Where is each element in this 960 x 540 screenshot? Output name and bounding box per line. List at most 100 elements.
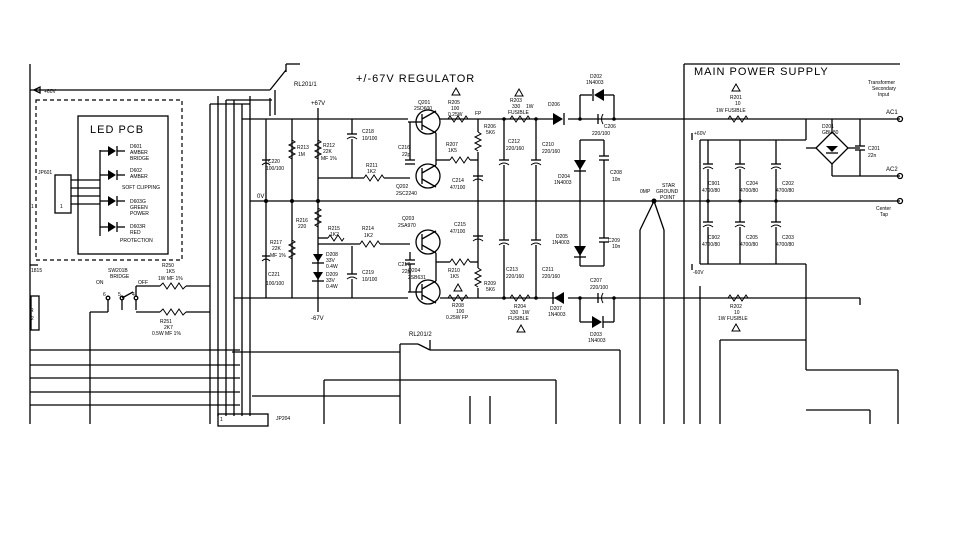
rail-label-pos60-left: +60V <box>44 89 56 95</box>
relay-rl201-1: RL201/1 <box>269 63 317 115</box>
c216-ref: C216 <box>398 145 410 151</box>
capacitor-c202: C202 4700/80 <box>770 140 794 201</box>
c220-value: 100/100 <box>266 166 284 172</box>
edge-num-left: 1 <box>31 204 34 210</box>
d204-ref: D204 <box>558 174 570 180</box>
q201-ref: Q201 <box>418 100 430 106</box>
led-d603g: D603G GREEN POWER <box>100 196 149 217</box>
star-line2: GROUND <box>656 189 679 195</box>
r207-ref: R207 <box>446 142 458 148</box>
d209-spec: 0.4W <box>326 284 338 290</box>
led-pcb-title: LED PCB <box>90 124 144 136</box>
jp601-pin: 1 <box>60 204 63 210</box>
r217-spec: MF 1% <box>270 253 286 259</box>
d203-ref: D203 <box>590 332 602 338</box>
r213-ref: R213 <box>297 145 309 151</box>
led-d601-function: BRIDGE <box>130 156 150 162</box>
d209-ref: D209 <box>326 272 338 278</box>
r204-value: 330 <box>510 310 519 316</box>
r251-spec: 0.5W MF 1% <box>152 331 181 337</box>
led-d602-color: AMBER <box>130 174 148 180</box>
q201-part: 2SD600 <box>414 106 432 112</box>
led-d603g-ref: D603G <box>130 199 146 205</box>
d207-ref: D207 <box>550 306 562 312</box>
star-line1: STAR <box>662 183 675 189</box>
r205-value: 100 <box>451 106 460 112</box>
diode-d204: D204 1N4003 <box>554 139 604 201</box>
r213-value: 1M <box>298 152 305 158</box>
main-power-supply: +60V -60V C901 4700/80 C204 4700/80 C202 <box>683 63 904 424</box>
d208-spec: 0.4W <box>326 264 338 270</box>
zener-d208: D208 33V 0.4W <box>312 252 338 270</box>
capacitor-c219: C219 10/100 <box>346 246 378 298</box>
r208-ref: R208 <box>452 303 464 309</box>
led-d603g-function: POWER <box>130 211 149 217</box>
c217-ref: C217 <box>398 262 410 268</box>
c217-value: 22p <box>402 269 411 275</box>
c902-ref: C902 <box>708 235 720 241</box>
rail-label-zero: 0V <box>257 194 264 200</box>
c902-value: 4700/80 <box>702 242 720 248</box>
switch-sw201b: SW201B BRIDGE ON OFF 6 5 4 <box>89 268 160 424</box>
signal-bus: 1 JP204 <box>209 96 400 427</box>
c207-ref: C207 <box>590 278 602 284</box>
r209-value: 5K6 <box>486 287 495 293</box>
transformer-line2: Secondary <box>872 86 896 92</box>
led-d603g-color: GREEN <box>130 205 148 211</box>
capacitor-c216: C216 22p <box>398 145 415 165</box>
capacitor-c209: C209 10n <box>599 201 621 266</box>
r250-value: 1K5 <box>166 269 175 275</box>
rail-wires: +67V -67V 0V <box>234 101 900 322</box>
resistor-r213: R213 1M <box>287 139 309 160</box>
led-d601-ref: D601 <box>130 144 142 150</box>
c212-value: 220/160 <box>506 146 524 152</box>
c201-value: 22n <box>868 153 877 159</box>
c215-ref: C215 <box>454 222 466 228</box>
r201-ref: R201 <box>730 95 742 101</box>
resistor-r211: R211 1K2 <box>318 163 410 182</box>
r216-ref: R216 <box>296 218 308 224</box>
resistor-r204: R204 330 1W FUSIBLE <box>508 294 531 333</box>
r210-ref: R210 <box>448 268 460 274</box>
main-supply-title: MAIN POWER SUPPLY <box>694 66 829 78</box>
capacitor-c902: C902 4700/80 <box>702 201 720 264</box>
resistor-r216: R216 220 <box>296 207 323 230</box>
fp-label: FP <box>475 111 482 117</box>
c209-ref: C209 <box>608 238 620 244</box>
diode-d207: D207 1N4003 <box>548 292 566 318</box>
r215-value: 1K2 <box>330 232 339 238</box>
resistor-r215: R215 1K2 <box>318 226 345 242</box>
d207-value: 1N4003 <box>548 312 566 318</box>
c901-value: 4700/80 <box>702 188 720 194</box>
r250-ref: R250 <box>162 263 174 269</box>
c202-ref: C202 <box>782 181 794 187</box>
c205-ref: C205 <box>746 235 758 241</box>
c204-ref: C204 <box>746 181 758 187</box>
relay-rl201-2-label: RL201/2 <box>409 332 432 338</box>
switch-off-label: OFF <box>138 280 148 286</box>
c207-value: 220/100 <box>590 285 608 291</box>
capacitor-c218: C218 10/100 <box>346 119 378 178</box>
r207-value: 1K5 <box>448 148 457 154</box>
c203-ref: C203 <box>782 235 794 241</box>
resistor-r210: R210 1K5 <box>436 258 478 280</box>
d204-value: 1N4003 <box>554 180 572 186</box>
star-ground-point: 0MP STAR GROUND POINT <box>639 183 679 424</box>
led-d602-ref: D602 <box>130 168 142 174</box>
r251-ref: R251 <box>160 319 172 325</box>
resistor-r203: R203 330 1W FUSIBLE <box>508 87 534 123</box>
capacitor-c220: C220 100/100 <box>261 159 284 172</box>
r204-watt: 1W <box>522 310 530 316</box>
resistor-r205: R205 100 0.25W <box>447 86 469 123</box>
c206-value: 220/100 <box>592 131 610 137</box>
left-edge-area: +60V 1815 1 R 2 <box>29 64 270 424</box>
r212-ref: R212 <box>323 143 335 149</box>
transformer-line1: Transformer <box>868 80 895 86</box>
capacitor-c212: C212 220/160 <box>498 119 524 201</box>
c202-value: 4700/80 <box>776 188 794 194</box>
d203-value: 1N4003 <box>588 338 606 344</box>
c219-ref: C219 <box>362 270 374 276</box>
led-d603r: D603R RED PROTECTION <box>100 222 153 244</box>
jp601-label: JP601 <box>38 170 52 176</box>
r208-value: 100 <box>456 309 465 315</box>
